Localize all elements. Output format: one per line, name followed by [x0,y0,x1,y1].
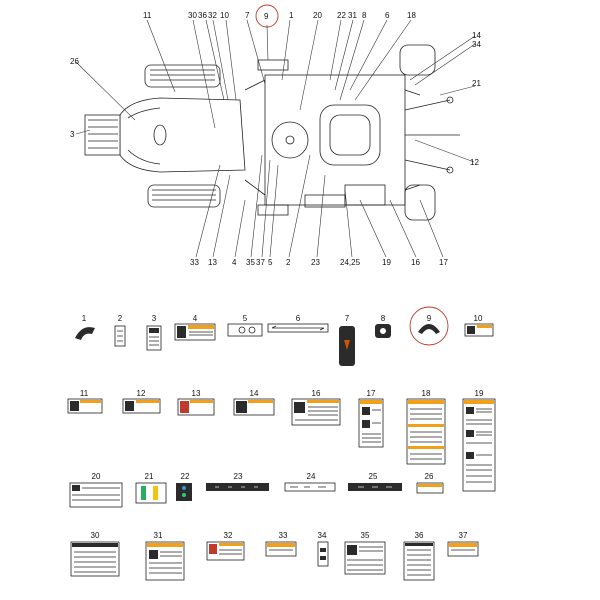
callout-36: 36 [198,11,207,20]
operator-frame [264,74,406,206]
decal-26 [416,482,444,494]
decal-label-7: 7 [345,314,350,323]
callout-17: 17 [439,258,448,267]
callout-32: 32 [208,11,217,20]
right-rear-wheel [147,184,221,208]
step-bottom [257,204,289,216]
decal-label-6: 6 [296,314,301,323]
rear-hitch [404,99,460,171]
decal-label-9: 9 [427,314,432,323]
steering-wheel [271,121,309,159]
decal-30 [70,541,120,577]
callout-30: 30 [188,11,197,20]
decal-label-33: 33 [279,531,288,540]
decal-9 [418,324,440,334]
decal-label-25: 25 [369,472,378,481]
decal-label-23: 23 [234,472,243,481]
front-bumper [84,114,121,156]
decal-label-17: 17 [367,389,376,398]
callout-22: 22 [337,11,346,20]
decal-22 [176,483,192,501]
decal-label-10: 10 [474,314,483,323]
front-wheel-top [399,44,436,76]
decal-label-31: 31 [154,531,163,540]
callout-31: 31 [348,11,357,20]
decal-label-37: 37 [459,531,468,540]
callout-19: 19 [382,258,391,267]
callout-16: 16 [411,258,420,267]
decal-label-12: 12 [137,389,146,398]
decal-label-1: 1 [82,314,87,323]
step-top [257,59,289,71]
callout-3: 3 [70,130,75,139]
decal-label-11: 11 [80,389,89,398]
callout-14: 14 [472,31,481,40]
callout-13: 13 [208,258,217,267]
decal-label-26: 26 [425,472,434,481]
callout-21: 21 [472,79,481,88]
decal-31 [145,541,185,581]
decal-label-13: 13 [192,389,201,398]
callout-11: 11 [143,11,152,20]
callout-4: 4 [232,258,237,267]
decal-label-30: 30 [91,531,100,540]
front-wheel-bottom [404,184,436,221]
callout-7: 7 [245,11,250,20]
callout-9: 9 [264,12,269,21]
decal-label-34: 34 [318,531,327,540]
callout-34: 34 [472,40,481,49]
decal-label-32: 32 [224,531,233,540]
decal-1 [75,327,95,340]
decal-36 [403,541,435,581]
decal-label-18: 18 [422,389,431,398]
decal-label-24: 24 [307,472,316,481]
decal-label-16: 16 [312,389,321,398]
callout-35: 35 [246,258,255,267]
hood [119,97,246,173]
decal-label-22: 22 [181,472,190,481]
decal-label-4: 4 [193,314,198,323]
callout-2: 2 [286,258,291,267]
callout-6: 6 [385,11,390,20]
decal-label-2: 2 [118,314,123,323]
decal-23 [206,483,269,491]
decal-34 [317,541,329,567]
callout-20: 20 [313,11,322,20]
decal-label-21: 21 [145,472,154,481]
left-rear-wheel [144,64,221,88]
decal-label-35: 35 [361,531,370,540]
decal-label-8: 8 [381,314,386,323]
decal-label-3: 3 [152,314,157,323]
callout-10: 10 [220,11,229,20]
decal-label-5: 5 [243,314,248,323]
decal-label-19: 19 [475,389,484,398]
callout-18: 18 [407,11,416,20]
tractor-decal-location-diagram: 11 30 36 32 10 7 9 1 20 22 31 8 6 18 14 … [70,4,481,267]
callout-5: 5 [268,258,273,267]
callout-12: 12 [470,158,479,167]
operator-seat [319,104,381,166]
decal-label-20: 20 [92,472,101,481]
decal-catalog: 1 2 3 4 5 6 7 8 9 10 11 12 13 14 16 [67,306,496,581]
decal-21 [135,482,167,504]
callout-8: 8 [362,11,367,20]
decal-label-36: 36 [415,531,424,540]
callout-33: 33 [190,258,199,267]
callout-1: 1 [289,11,294,20]
callout-23: 23 [311,258,320,267]
callout-26: 26 [70,57,79,66]
decal-18 [406,398,446,465]
decal-9-highlight [409,306,449,346]
callout-24-25: 24,25 [340,258,361,267]
callout-37: 37 [256,258,265,267]
decal-label-14: 14 [250,389,259,398]
